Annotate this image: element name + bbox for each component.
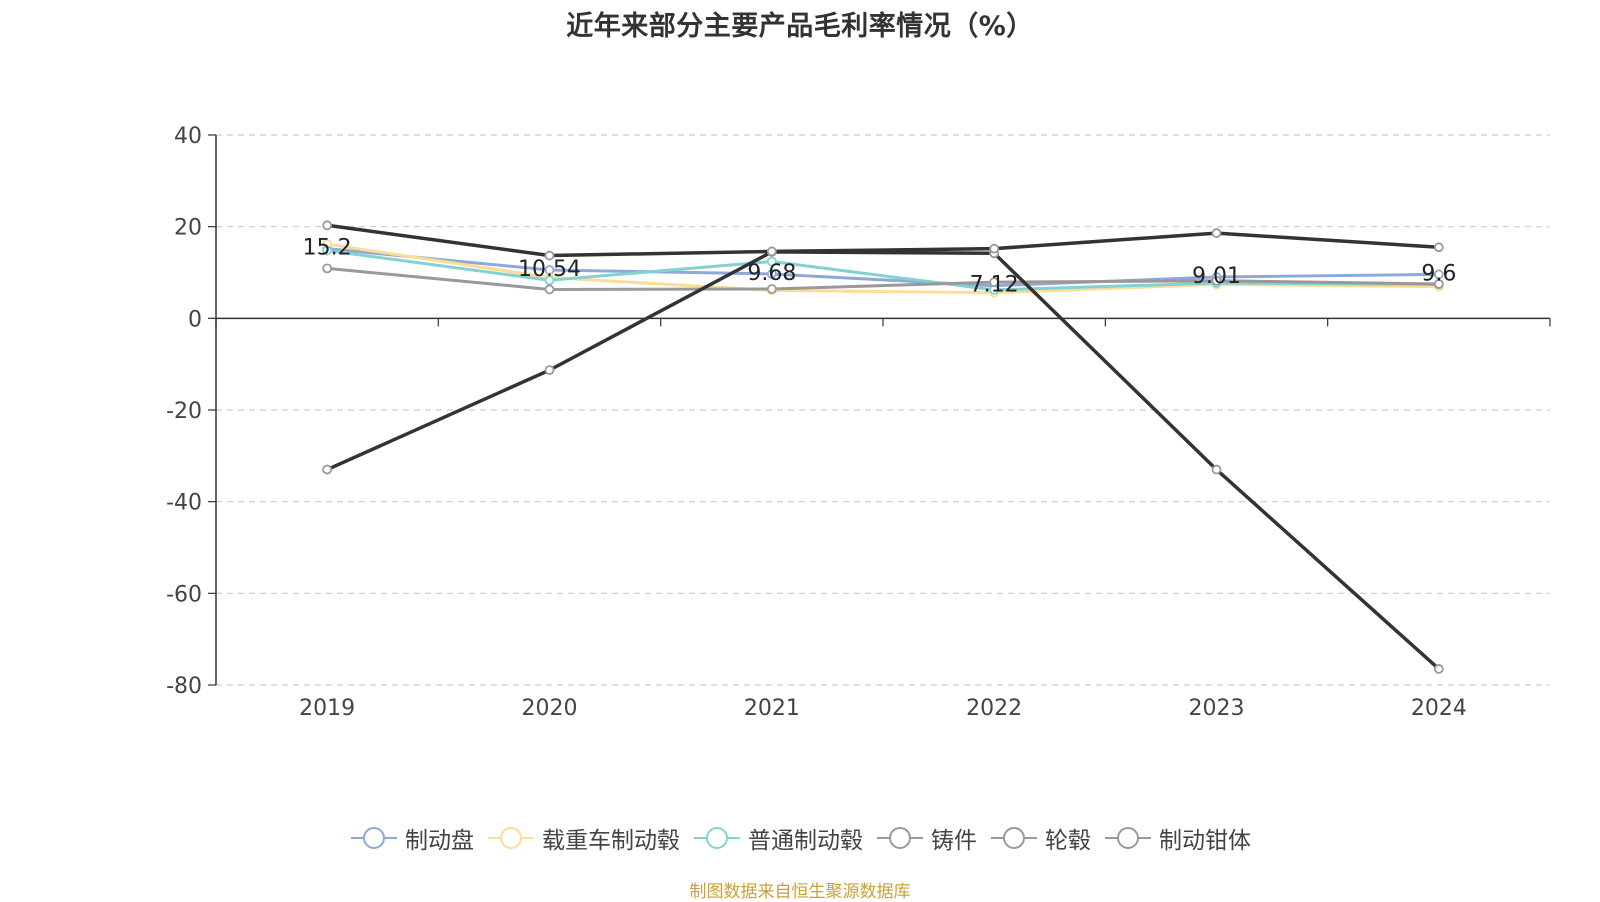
y-tick-label: -40 [166,491,202,516]
data-point [322,220,333,231]
legend-label: 轮毂 [1045,828,1091,854]
legend-item[interactable]: 载重车制动毂 [486,821,680,855]
data-point [544,365,555,376]
series-5 [322,220,1444,261]
data-point [766,246,777,257]
data-point [766,256,777,267]
legend-label: 制动盘 [405,828,474,854]
series-line [327,266,1439,291]
y-tick-label: 40 [174,124,202,149]
legend-item[interactable]: 制动钳体 [1103,821,1251,855]
y-tick-label: -20 [166,399,202,424]
x-tick-label: 2024 [1411,696,1467,721]
data-label: 9.68 [747,261,796,286]
data-point [1211,228,1222,238]
data-point [544,275,555,286]
legend-label: 制动钳体 [1159,828,1251,854]
data-point [544,250,555,261]
x-tick-label: 2022 [966,696,1022,721]
x-tick-label: 2019 [299,696,355,721]
data-label: 10.54 [518,257,581,282]
legend-item[interactable]: 制动盘 [349,821,474,855]
data-point [1433,664,1444,674]
data-label: 15.2 [303,236,352,261]
legend-symbol-icon [694,827,740,849]
legend-symbol-icon [351,827,397,849]
chart-title: 近年来部分主要产品毛利率情况（%） [566,11,1034,42]
chart-legend: 制动盘 载重车制动毂 普通制动毂 铸件 轮毂 制动钳体 [0,820,1600,856]
legend-label: 载重车制动毂 [542,828,680,854]
data-point [1433,279,1444,289]
data-point [766,284,777,294]
legend-symbol-icon [1105,827,1151,849]
legend-item[interactable]: 普通制动毂 [692,821,863,855]
series-line [326,250,1441,671]
legend-item[interactable]: 轮毂 [989,821,1091,855]
series-line [326,242,1439,295]
series-line [326,223,1439,258]
legend-symbol-icon [488,827,534,849]
x-tick-label: 2021 [744,696,800,721]
data-label: 9.01 [1192,264,1241,289]
series-line [327,247,1439,288]
series-3 [322,263,1444,295]
x-tick-label: 2020 [522,696,578,721]
y-tick-label: -80 [166,674,202,699]
y-tick-label: -60 [166,582,202,607]
data-point [544,284,555,295]
legend-label: 普通制动毂 [748,828,863,854]
data-point [1433,242,1444,253]
series-line [326,249,1439,292]
data-point [322,263,333,274]
data-point [989,243,1000,254]
data-point [766,269,777,279]
x-tick-label: 2023 [1189,696,1245,721]
source-note: 制图数据来自恒生聚源数据库 [689,882,911,902]
data-label: 7.12 [970,273,1019,298]
legend-item[interactable]: 铸件 [875,821,977,855]
data-point [1211,275,1222,286]
data-point [989,277,1000,288]
legend-label: 铸件 [931,828,977,854]
data-point [1211,464,1222,475]
series-4 [322,246,1444,674]
y-tick-label: 20 [174,216,202,241]
data-label: 9.6 [1421,261,1456,286]
data-point [322,245,333,256]
data-point [322,464,333,475]
y-tick-label: 0 [188,307,202,332]
legend-symbol-icon [991,827,1037,849]
data-point [1433,269,1444,280]
legend-symbol-icon [877,827,923,849]
